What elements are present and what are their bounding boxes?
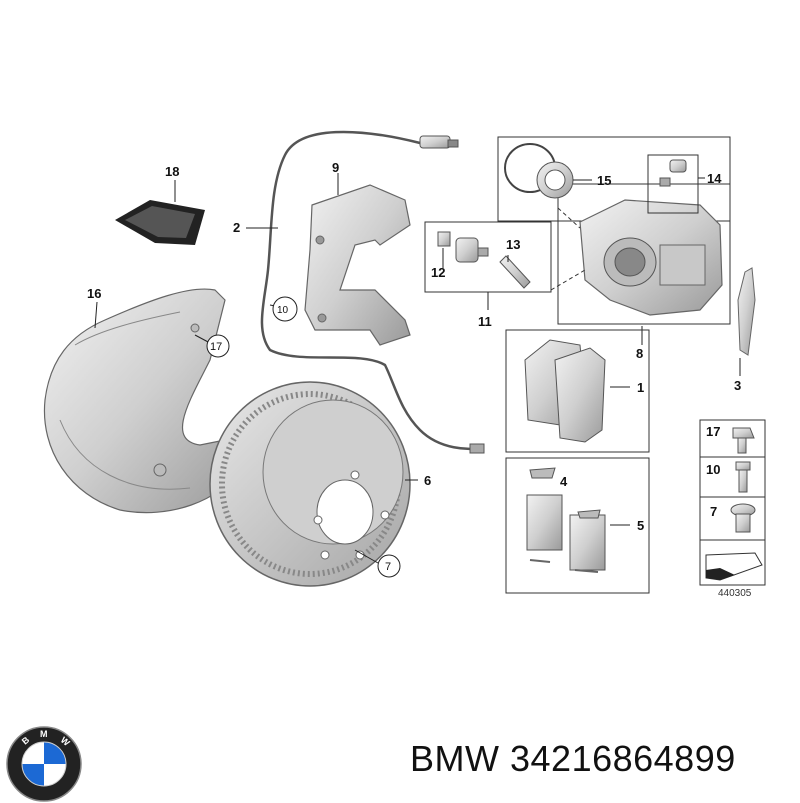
callout-16: 16 xyxy=(87,286,101,301)
part-15-piston-seal xyxy=(504,143,592,199)
callout-11: 11 xyxy=(478,314,492,329)
legend-label-7: 7 xyxy=(710,504,717,519)
circled-callout-7: 7 xyxy=(385,561,391,573)
callout-18: 18 xyxy=(165,164,179,179)
group-11-guide-pins xyxy=(424,221,552,310)
footer-brand: BMW xyxy=(410,738,500,779)
part-3-spring-clip xyxy=(737,267,756,376)
part-1-brake-pads xyxy=(505,329,650,453)
bmw-logo: B M W xyxy=(6,726,82,802)
callout-6: 6 xyxy=(424,473,431,488)
svg-text:B: B xyxy=(20,734,32,746)
callout-5: 5 xyxy=(637,518,644,533)
callout-9: 9 xyxy=(332,160,339,175)
diagram-code: 440305 xyxy=(718,588,752,599)
part-16-dust-shield xyxy=(43,288,241,514)
footer-part-label: BMW 34216864899 xyxy=(410,738,736,780)
callout-4: 4 xyxy=(560,474,568,489)
part-9-caliper-carrier xyxy=(304,173,411,346)
circled-callout-10: 10 xyxy=(277,305,289,316)
legend-label-17: 17 xyxy=(706,424,720,439)
callout-14: 14 xyxy=(707,171,722,186)
legend-label-10: 10 xyxy=(706,462,720,477)
footer-part-number: 34216864899 xyxy=(510,738,736,779)
callout-12: 12 xyxy=(431,265,445,280)
callout-15: 15 xyxy=(597,173,611,188)
circled-callout-17: 17 xyxy=(210,341,222,353)
part-6-brake-disc xyxy=(209,381,418,587)
callout-2: 2 xyxy=(233,220,240,235)
callout-3: 3 xyxy=(734,378,741,393)
callout-13: 13 xyxy=(506,237,520,252)
svg-text:M: M xyxy=(40,729,48,739)
part-14-bleed-valve xyxy=(647,154,705,214)
fastener-legend xyxy=(699,419,766,586)
part-5-pad-clip-set xyxy=(505,457,650,594)
part-2-wear-sensor xyxy=(246,130,485,454)
part-18-pad-sheet xyxy=(115,180,205,245)
callout-1: 1 xyxy=(637,380,644,395)
group-8-caliper xyxy=(497,136,731,345)
callout-8: 8 xyxy=(636,346,643,361)
